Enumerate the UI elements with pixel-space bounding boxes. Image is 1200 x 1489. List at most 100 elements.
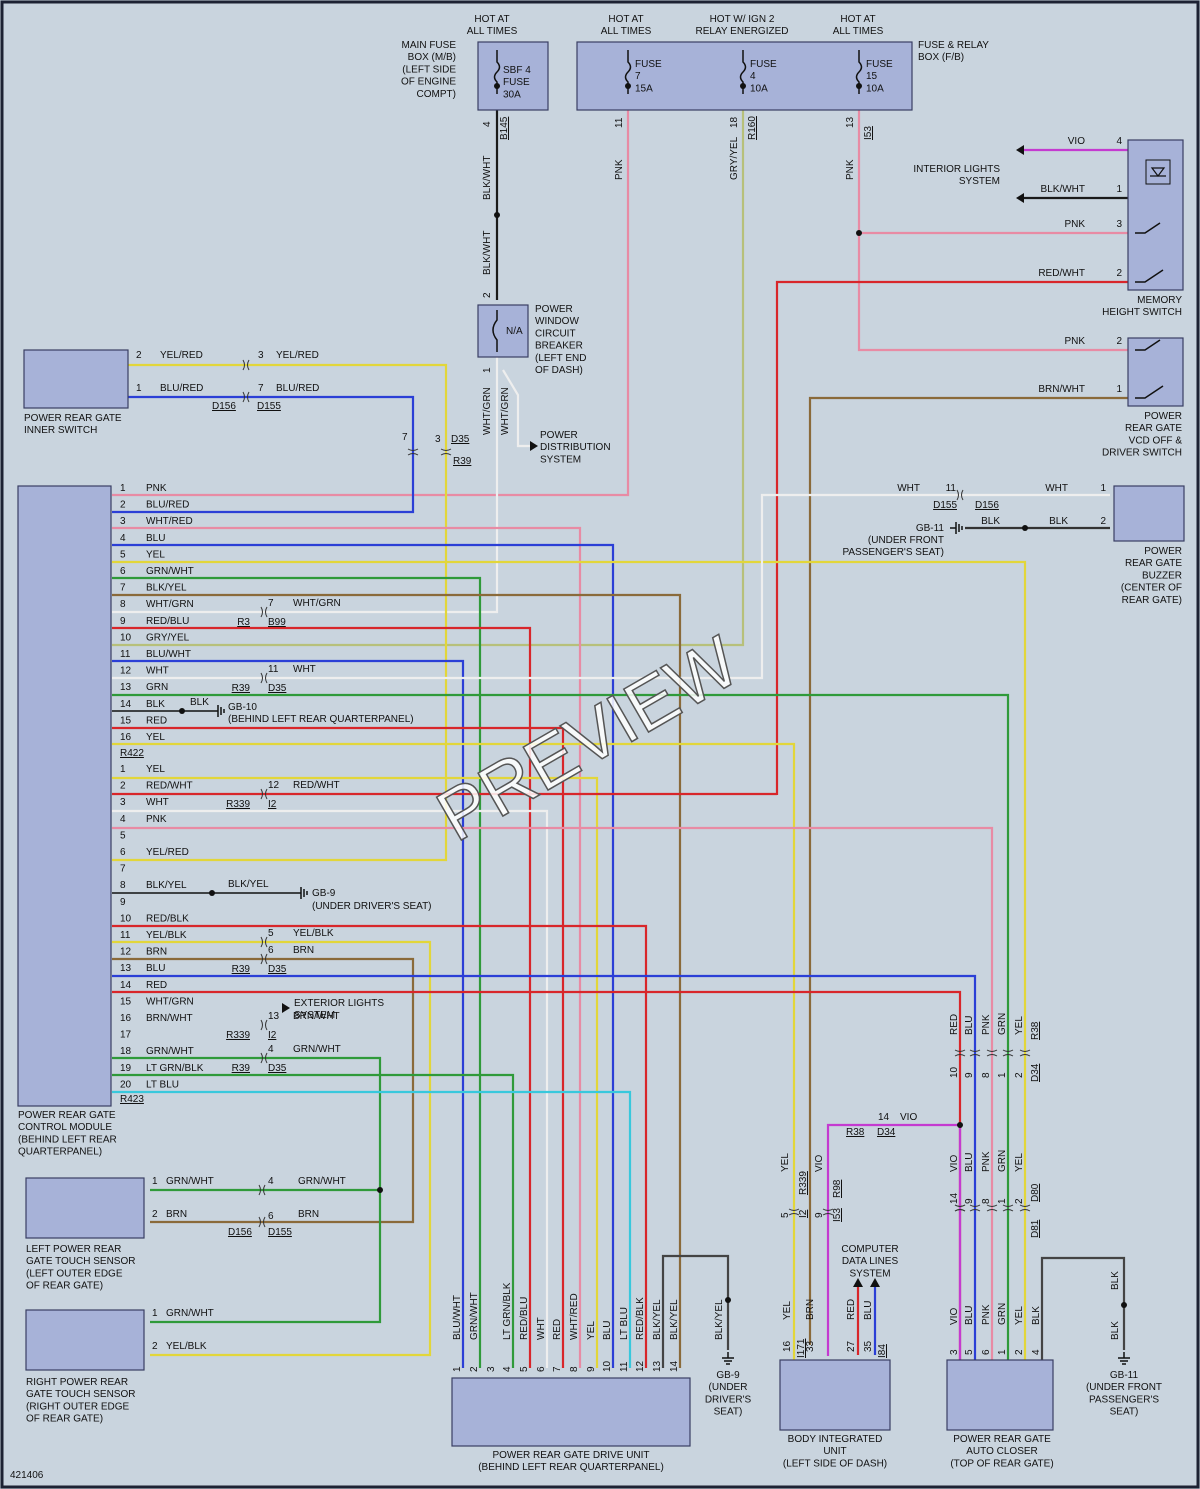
connector-icon (1002, 1204, 1014, 1212)
wire-red-15 (112, 726, 565, 1368)
wire-label: BLK (1049, 516, 1068, 527)
wire-label: WHT (897, 483, 920, 494)
arrow-icon (1016, 145, 1024, 155)
breaker-label: BREAKER (535, 341, 583, 352)
wire-label: BLU/RED (276, 383, 319, 394)
wire-label: PNK (981, 1304, 992, 1325)
module-wire-label: WHT (146, 666, 169, 677)
wire-label: RED/WHT (293, 780, 340, 791)
pin-label: 14 (949, 1192, 960, 1204)
wire-label: GRN/WHT (166, 1308, 214, 1319)
fuse-text: 15 (866, 71, 878, 82)
fuse-text: 30A (503, 89, 521, 100)
fuse-relay-box-label: FUSE & RELAY (918, 40, 989, 51)
buzzer-label: (CENTER OF (1121, 583, 1182, 594)
connector-label: I84 (877, 1344, 888, 1358)
wire-label: GRY/YEL (729, 136, 740, 180)
wire-label: BLK/YEL (652, 1299, 663, 1340)
wire-wht-grn-pds (502, 369, 530, 448)
connector-icon (954, 1204, 966, 1212)
module-pin: 4 (120, 533, 126, 544)
buzzer (1113, 485, 1185, 542)
header-hot-at-all-times: ALL TIMES (833, 26, 884, 37)
wire-brn-wht-vcd1 (808, 396, 1128, 1345)
power-distribution-label: SYSTEM (540, 454, 581, 465)
connector-label: R423 (120, 1094, 144, 1105)
pin-label: 4 (1116, 136, 1122, 147)
wire-label: GRN/WHT (166, 1176, 214, 1187)
pin-label: 13 (845, 116, 856, 128)
main-fuse-box (477, 41, 549, 111)
module-pin: 9 (120, 616, 126, 627)
pin-label: 5 (780, 1212, 791, 1218)
module-wire-label: RED/WHT (146, 781, 193, 792)
right-touch-sensor (25, 1309, 145, 1371)
connector-label: D155 (268, 1227, 292, 1238)
fuse-terminal-dot (494, 83, 500, 89)
module-pin: 15 (120, 996, 132, 1007)
main-fuse-box-label: BOX (M/B) (408, 52, 456, 63)
pin-label: 6 (268, 1211, 274, 1222)
wire-blu (112, 543, 615, 1368)
fuse-text: FUSE (635, 59, 662, 70)
connector-label: D155 (257, 401, 281, 412)
connector-icon (260, 1052, 268, 1064)
pin-label: 3 (486, 1366, 497, 1372)
fuse-text: 10A (750, 83, 768, 94)
breaker-label: (LEFT END (535, 353, 587, 364)
connector-label: R3 (237, 617, 250, 628)
circuit-breaker (477, 304, 529, 358)
pin-label: 8 (981, 1072, 992, 1078)
splice-dot (494, 212, 500, 218)
wire-grn-13 (112, 693, 1010, 1368)
wire-wht-red (112, 526, 582, 1368)
connector-icon (969, 1204, 981, 1212)
pin-label: 7 (268, 598, 274, 609)
wire-label: BRN (805, 1299, 816, 1320)
wire-label: WHT (1045, 483, 1068, 494)
pin-label: 6 (268, 945, 274, 956)
connector-label: D81 (1030, 1219, 1041, 1238)
module-pin: 1 (120, 483, 126, 494)
pin-label: 2 (482, 292, 493, 298)
module-wire-label: RED/BLK (146, 913, 189, 924)
wire-label: YEL (780, 1153, 791, 1172)
wire-label: BLU/WHT (452, 1295, 463, 1340)
connector-icon (260, 953, 268, 965)
connector-icon (986, 1049, 998, 1057)
wire-label: GRN (997, 1150, 1008, 1172)
header-hot-at-all-times: HOT AT (608, 14, 643, 25)
memory-switch-label: MEMORY (1137, 295, 1182, 306)
ground-gb11-icon (950, 522, 963, 534)
memory-height-switch (1127, 139, 1184, 291)
drive-unit (451, 1377, 691, 1447)
wire-label: VIO (949, 1308, 960, 1325)
wire-label: BLU (964, 1306, 975, 1325)
wire-label: VIO (1068, 136, 1085, 147)
module-pin: 12 (120, 947, 132, 958)
left-touch-sensor (25, 1177, 145, 1239)
pin-label: 2 (1014, 1349, 1025, 1355)
pin-label: 1 (997, 1072, 1008, 1078)
vcd-switch-label: REAR GATE (1125, 423, 1182, 434)
wire-label: BLK/YEL (714, 1299, 725, 1340)
pin-label: 7 (258, 383, 264, 394)
pin-label: 7 (402, 432, 408, 443)
pin-label: 1 (482, 367, 493, 373)
wire-label: VIO (814, 1155, 825, 1172)
right-sensor-label: (RIGHT OUTER EDGE (26, 1401, 129, 1412)
module-wire-label: GRN/WHT (146, 566, 194, 577)
exterior-lights-label: SYSTEM (294, 1010, 335, 1021)
connector-label: D156 (975, 500, 999, 511)
splice-dot (179, 708, 185, 714)
module-pin: 16 (120, 1013, 132, 1024)
ground-label: (UNDER (709, 1382, 748, 1393)
pin-label: 3 (258, 350, 264, 361)
wire-label: PNK (981, 1151, 992, 1172)
module-pin: 8 (120, 880, 126, 891)
module-pin: 18 (120, 1046, 132, 1057)
pin-label: 13 (268, 1011, 280, 1022)
splice-dot (377, 1187, 383, 1193)
wire-label: YEL (1014, 1153, 1025, 1172)
module-pin: 9 (120, 897, 126, 908)
